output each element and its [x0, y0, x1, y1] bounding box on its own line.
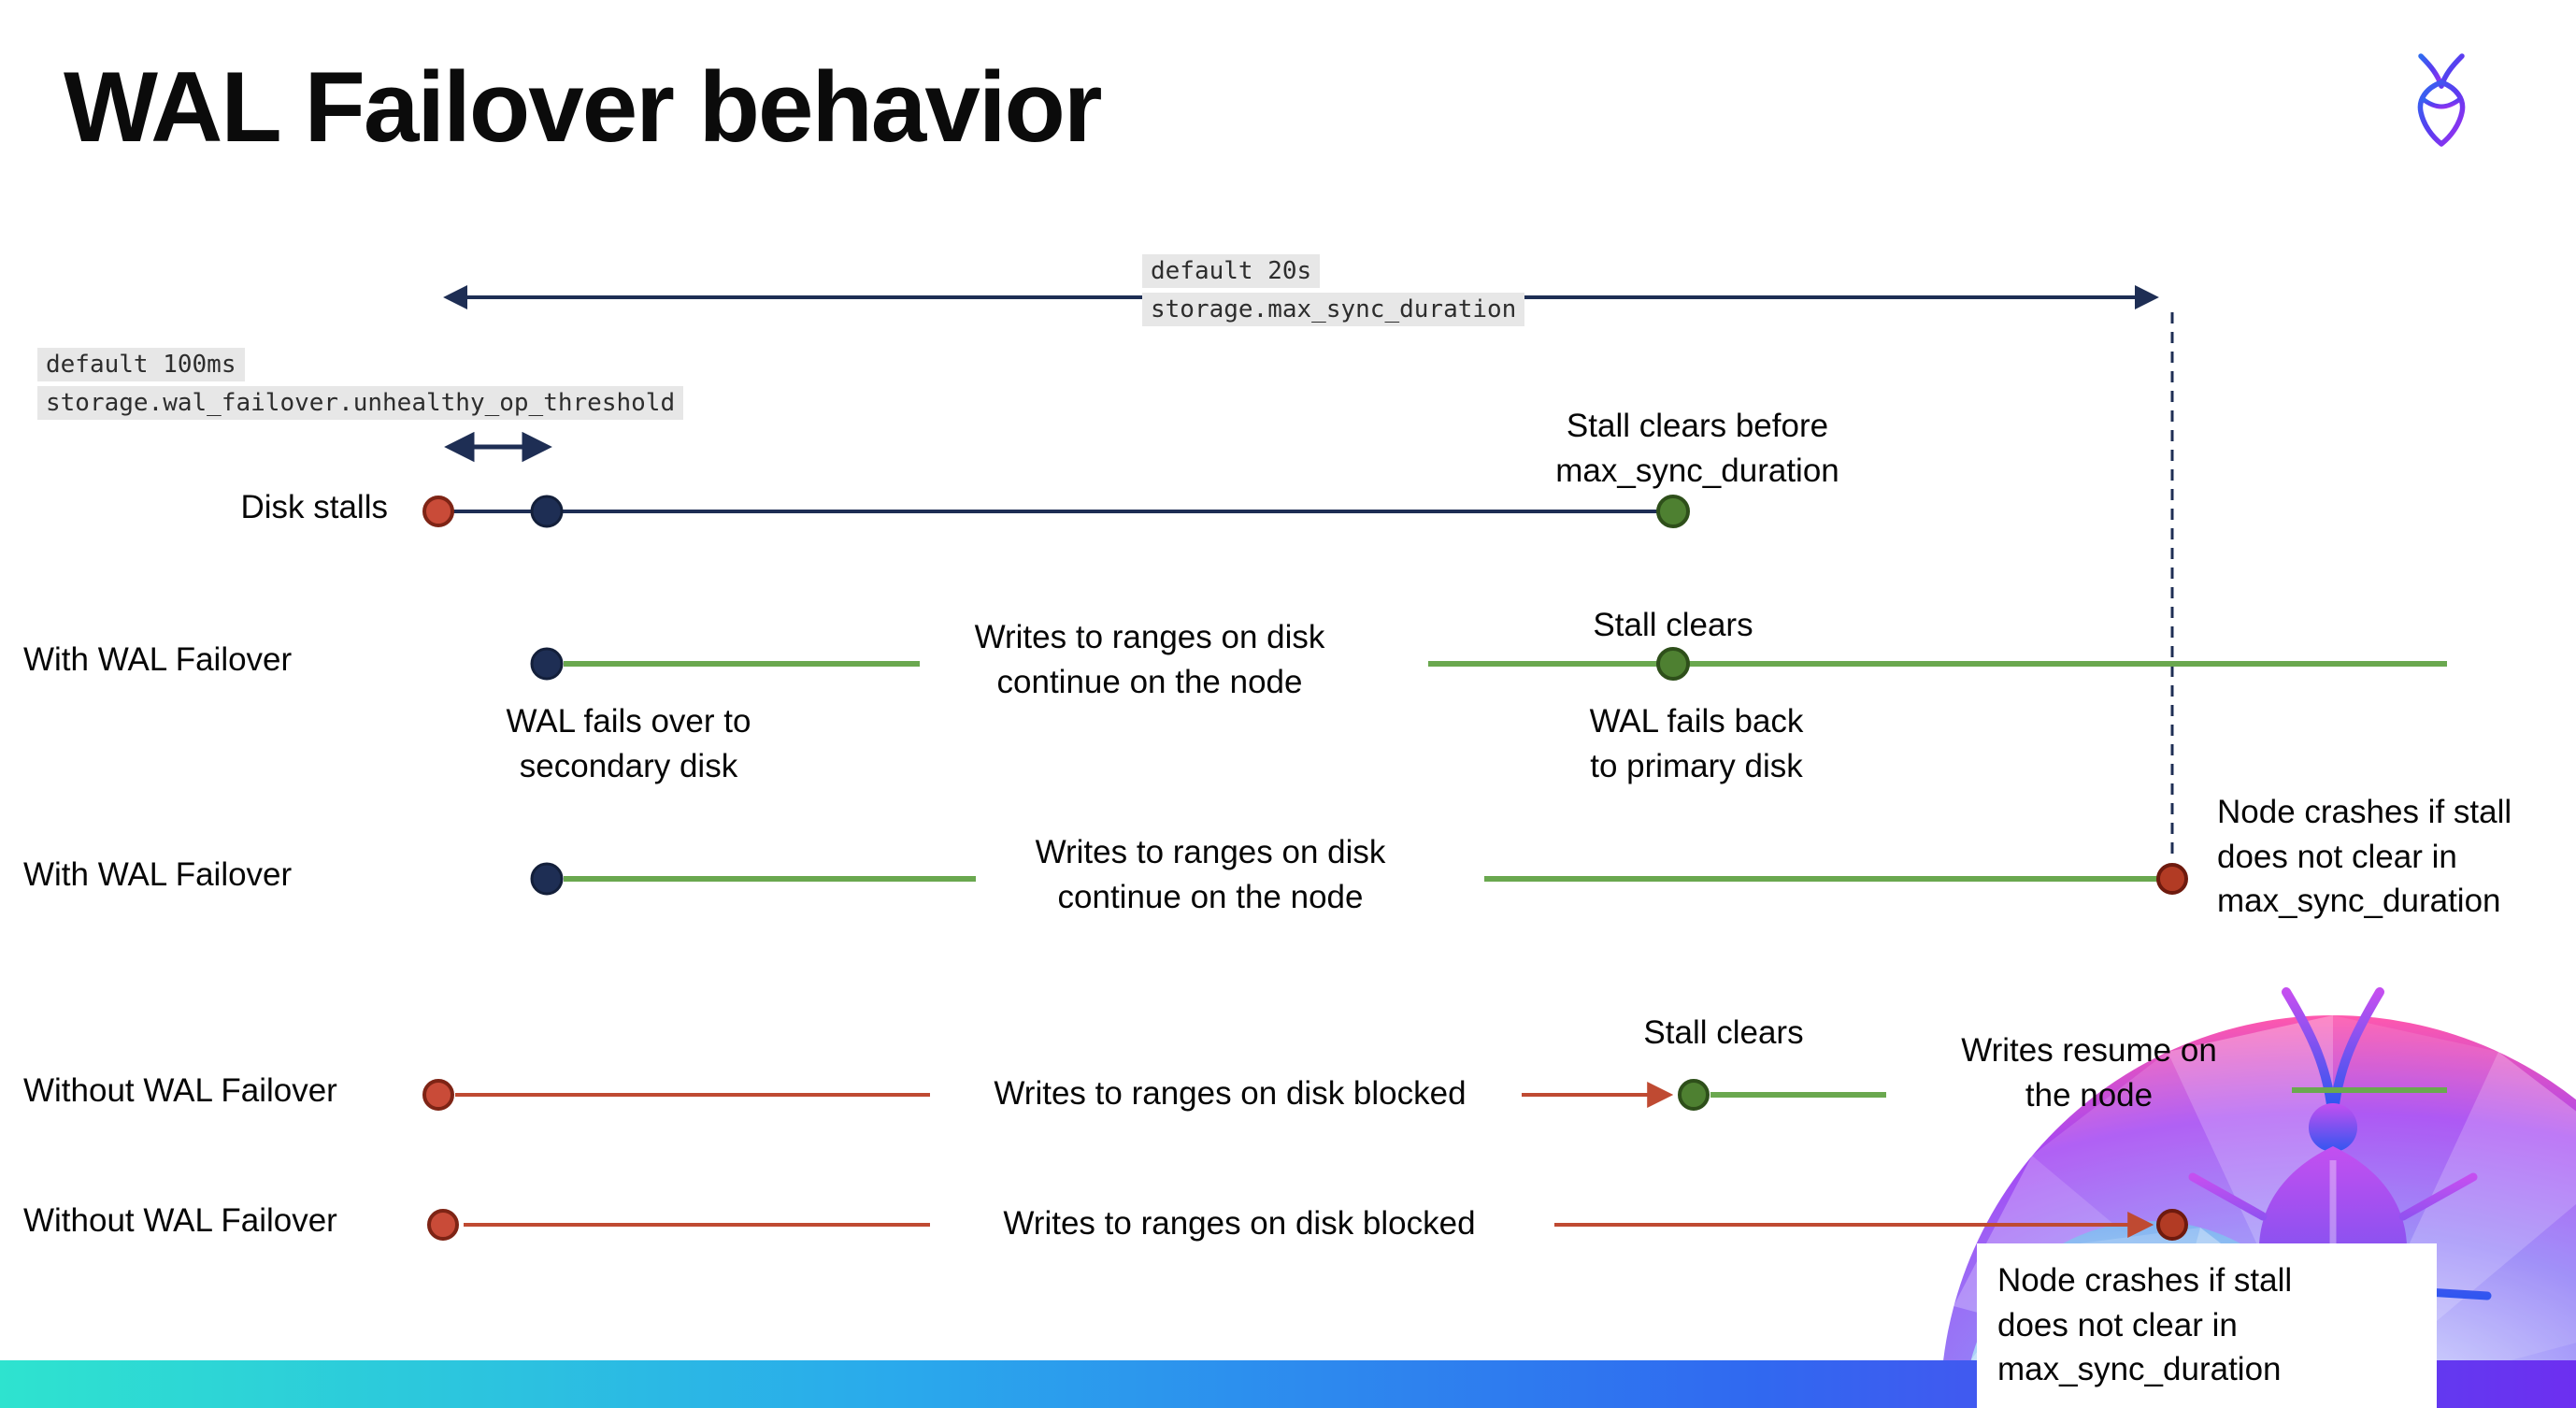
- note-line: to primary disk: [1590, 747, 1803, 784]
- roach-legs: [2174, 1172, 2492, 1300]
- config-max-sync-duration: default 20s storage.max_sync_duration: [1142, 254, 1525, 331]
- stall-clears-dot-row2: [1656, 647, 1690, 681]
- timeline-row-with-failover-1: [530, 647, 2447, 681]
- note-line: Stall clears before: [1566, 408, 1829, 444]
- roach-head: [2309, 1103, 2357, 1152]
- config-default-value: default 100ms: [37, 348, 245, 381]
- node-crash-dot-row3: [2156, 863, 2188, 895]
- note-line: Node crashes if stall: [1997, 1262, 2293, 1299]
- note-writes-continue-2: Writes to ranges on disk continue on the…: [972, 830, 1449, 919]
- node-crash-callout: Node crashes if stall does not clear in …: [1977, 1243, 2437, 1408]
- note-writes-blocked-2: Writes to ranges on disk blocked: [1003, 1205, 1476, 1242]
- logo-collar-line: [2421, 96, 2462, 109]
- node-crash-dot-row5: [2156, 1209, 2188, 1241]
- note-line: WAL fails over to: [506, 703, 751, 740]
- note-stall-clears-2: Stall clears: [1643, 1014, 1804, 1051]
- note-line: Node crashes if stall: [2217, 794, 2512, 830]
- failover-threshold-dot: [530, 495, 564, 528]
- config-setting-name: storage.wal_failover.unhealthy_op_thresh…: [37, 386, 684, 420]
- config-setting-name: storage.max_sync_duration: [1142, 293, 1525, 326]
- note-line: max_sync_duration: [1555, 452, 1839, 489]
- note-wal-fails-back: WAL fails back to primary disk: [1486, 699, 1907, 788]
- row-label-without-failover-2: Without WAL Failover: [23, 1202, 337, 1239]
- stall-clears-dot-row1: [1656, 495, 1690, 528]
- note-line: Writes resume on: [1961, 1032, 2217, 1069]
- timeline-row-without-failover-1: [422, 1079, 2447, 1111]
- note-line: max_sync_duration: [2217, 883, 2501, 920]
- row-label-with-failover-2: With WAL Failover: [23, 856, 293, 893]
- note-line: does not clear in: [1997, 1306, 2238, 1343]
- stall-clears-dot-row4: [1678, 1079, 1710, 1111]
- cockroachdb-logo-icon: [2417, 53, 2466, 147]
- note-line: Writes to ranges on disk: [1035, 834, 1386, 870]
- note-line: secondary disk: [519, 747, 738, 784]
- note-line: the node: [2025, 1076, 2154, 1113]
- stall-start-dot-row5: [427, 1209, 459, 1241]
- note-node-crashes-1: Node crashes if stall does not clear in …: [2217, 790, 2576, 924]
- note-writes-blocked-1: Writes to ranges on disk blocked: [994, 1075, 1467, 1112]
- note-line: max_sync_duration: [1997, 1351, 2282, 1388]
- note-line: continue on the node: [1057, 878, 1364, 915]
- note-line: Writes to ranges on disk: [974, 619, 1325, 655]
- timeline-row-disk-stalls: [422, 495, 1690, 528]
- failover-dot-row2: [530, 647, 564, 681]
- timeline-row-without-failover-2: [427, 1209, 2188, 1241]
- note-wal-fails-over: WAL fails over to secondary disk: [425, 699, 832, 788]
- note-writes-resume: Writes resume on the node: [1897, 1028, 2281, 1117]
- page-title: WAL Failover behavior: [64, 50, 1103, 163]
- disk-stall-start-dot: [422, 496, 454, 527]
- note-writes-continue-1: Writes to ranges on disk continue on the…: [911, 615, 1388, 704]
- row-label-disk-stalls: Disk stalls: [240, 489, 388, 525]
- failover-dot-row3: [530, 862, 564, 896]
- note-stall-clears-1: Stall clears: [1593, 607, 1753, 643]
- note-stall-clears-before: Stall clears before max_sync_duration: [1464, 404, 1931, 493]
- note-line: WAL fails back: [1589, 703, 1804, 740]
- row-label-with-failover-1: With WAL Failover: [23, 641, 293, 678]
- note-line: continue on the node: [996, 663, 1303, 700]
- timeline-row-with-failover-2: [530, 862, 2188, 896]
- stall-start-dot-row4: [422, 1079, 454, 1111]
- config-default-value: default 20s: [1142, 254, 1321, 288]
- note-line: does not clear in: [2217, 838, 2457, 875]
- row-label-without-failover-1: Without WAL Failover: [23, 1072, 337, 1109]
- config-unhealthy-op-threshold: default 100ms storage.wal_failover.unhea…: [37, 348, 684, 424]
